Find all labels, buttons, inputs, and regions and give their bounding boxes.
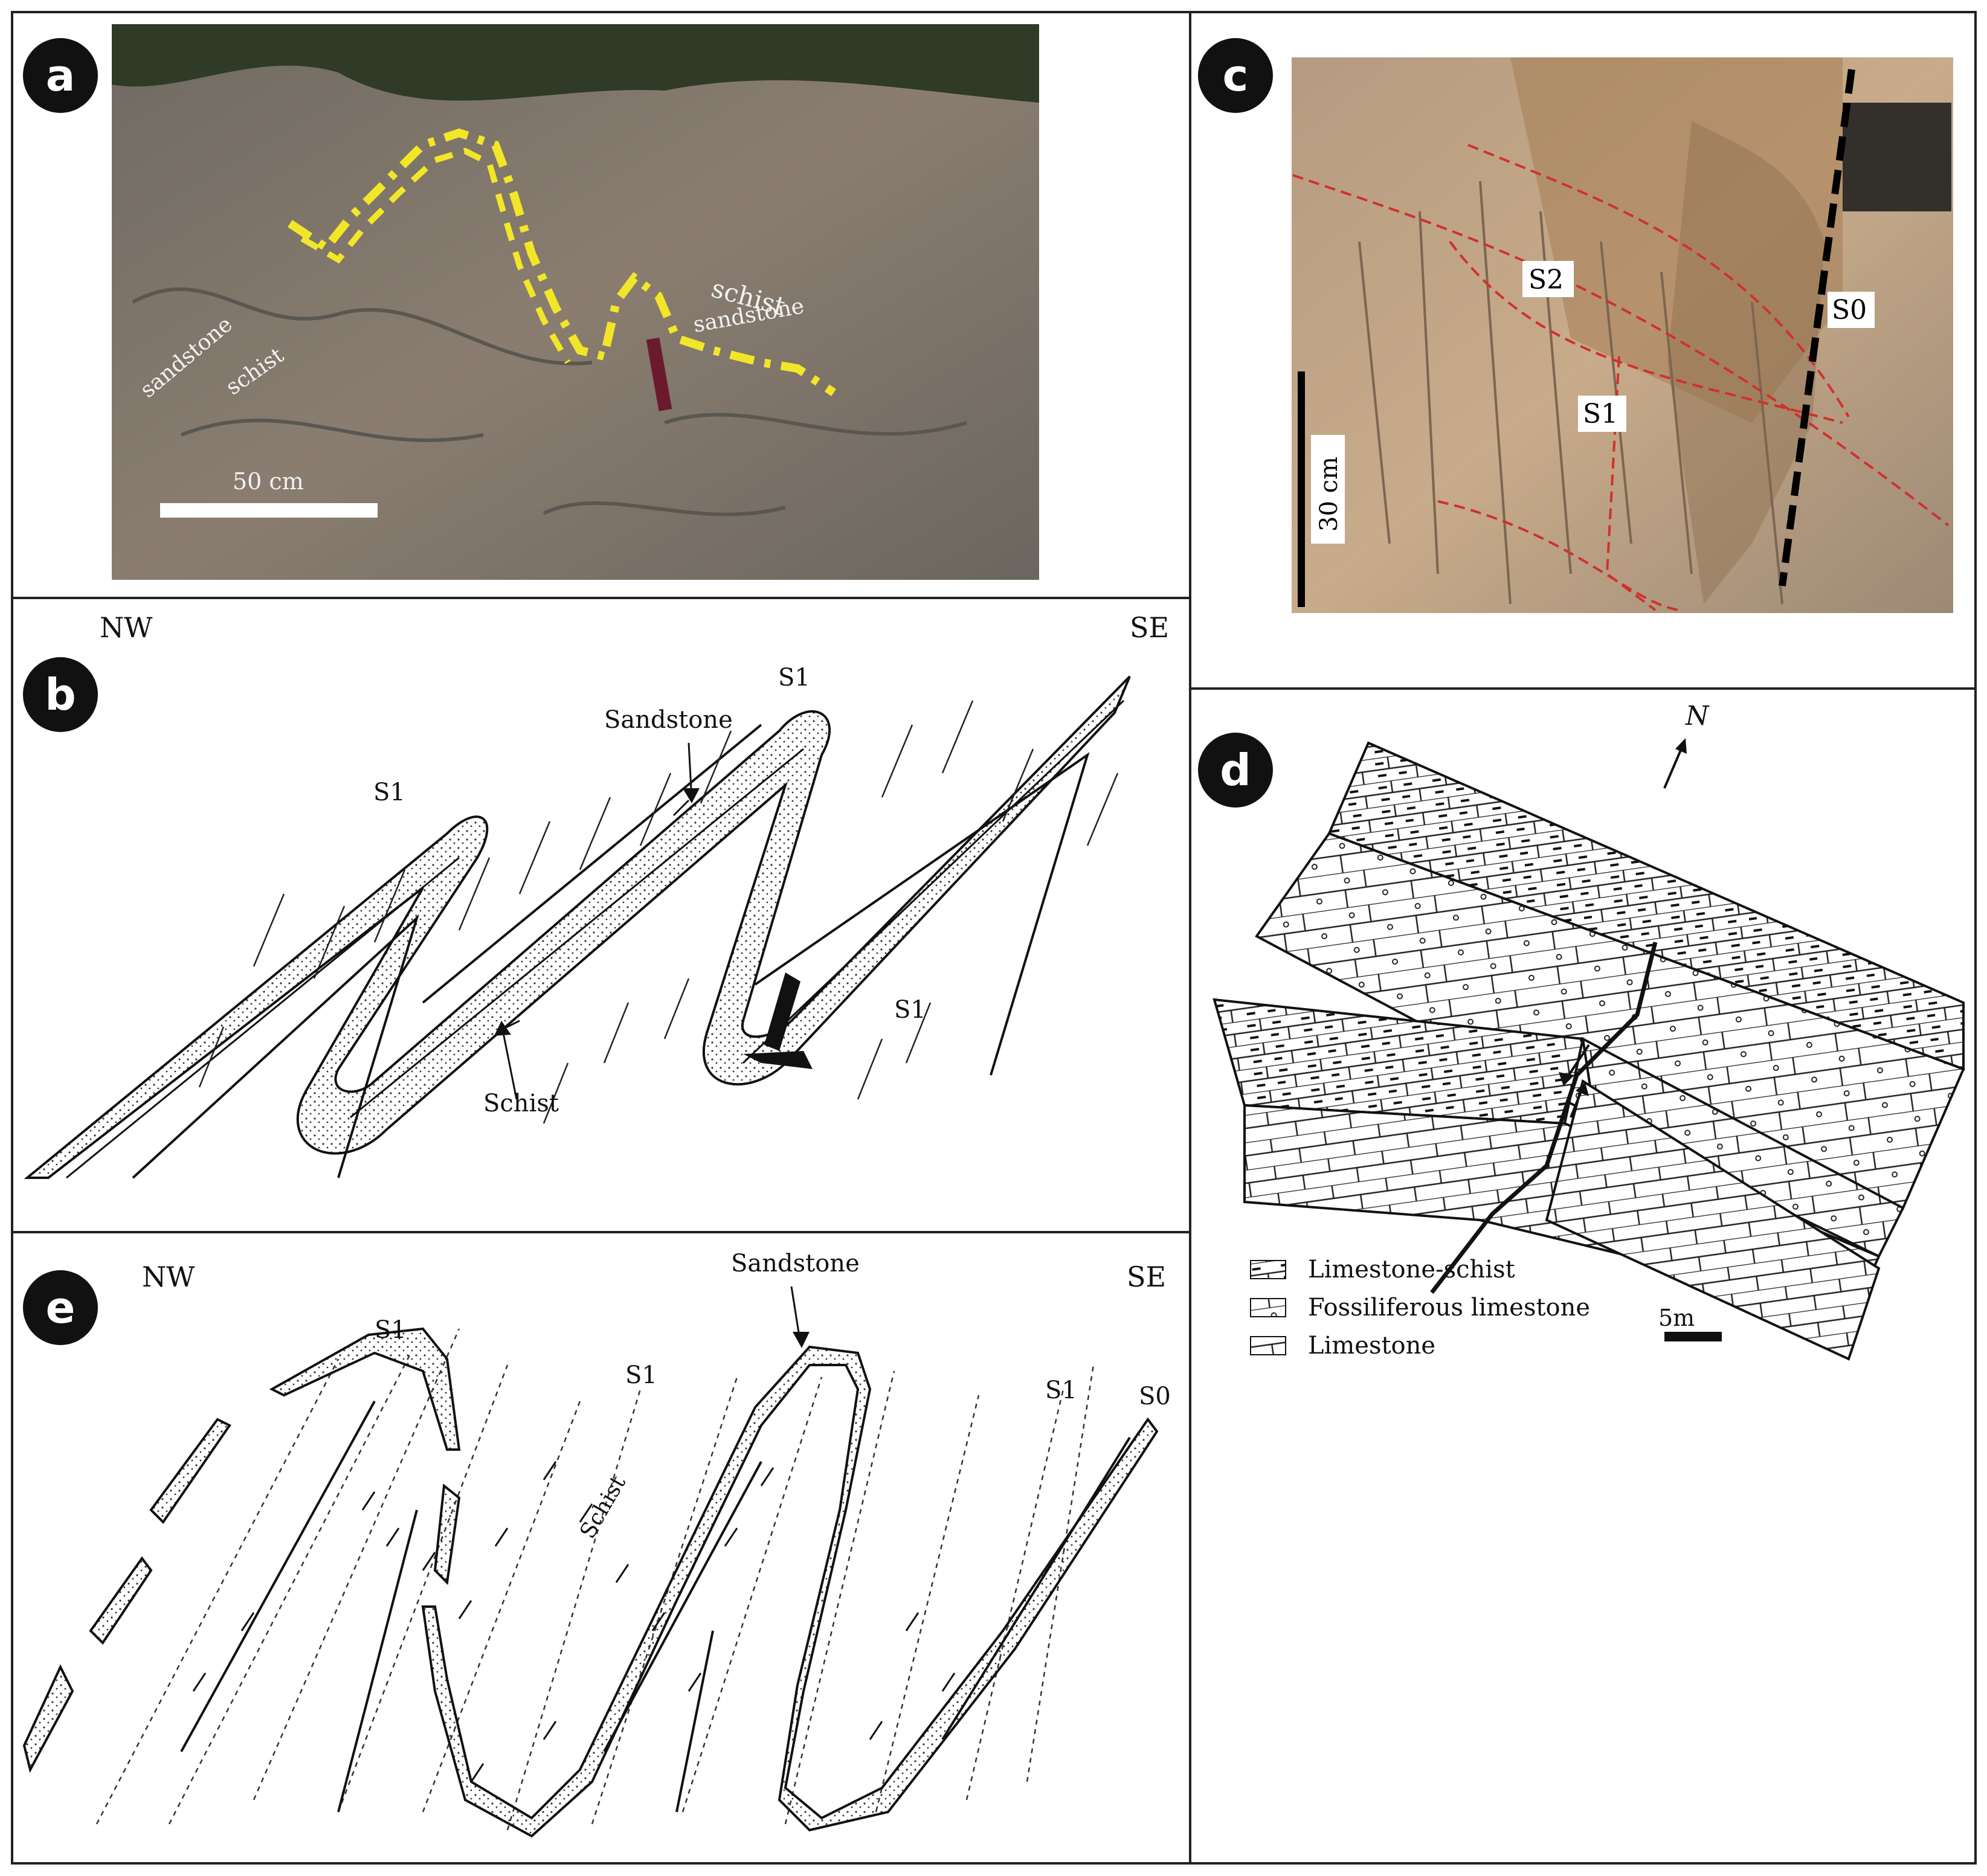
legend-fossiliferous-limestone: Fossiliferous limestone <box>1308 1294 1590 1322</box>
panel-badge-d <box>1198 733 1273 808</box>
label-s2-c: S2 <box>1528 265 1564 295</box>
label-s1-right-b: S1 <box>894 996 926 1024</box>
panel-d: d N Limestone-schist Fossiliferous limes… <box>1198 701 1965 1361</box>
unit-limestone-right <box>1545 1079 1881 1361</box>
schist-layer-b <box>132 724 1090 1179</box>
legend-limestone-schist: Limestone-schist <box>1308 1256 1515 1283</box>
scale-label-a: 50 cm <box>233 468 304 495</box>
pen <box>646 337 672 411</box>
arrow-schist-b <box>500 1023 518 1100</box>
label-s1-top-b: S1 <box>778 664 810 692</box>
label-s1-c-e: S1 <box>1045 1376 1077 1404</box>
label-s0-e: S0 <box>1139 1383 1171 1410</box>
scale-bar-a <box>160 503 378 518</box>
panel-label-b: b <box>45 669 76 720</box>
label-s1-c: S1 <box>1583 399 1618 429</box>
photo-a <box>112 24 1039 580</box>
cleavage-b <box>198 700 1119 1124</box>
panel-a: sandstone schist schist sandstone 50 cm … <box>23 24 1039 580</box>
fold-lines-e <box>180 1401 1131 1813</box>
legend-d: Limestone-schist Fossiliferous limestone… <box>1250 1256 1590 1360</box>
panel-label-d: d <box>1220 745 1251 795</box>
panel-label-c: c <box>1223 50 1249 101</box>
panel-badge-b <box>23 657 98 732</box>
label-schist-e: Schist <box>575 1471 631 1543</box>
fault <box>1430 942 1658 1294</box>
fold-trace <box>288 128 836 396</box>
panel-badge-a <box>23 38 98 113</box>
vegetation <box>112 24 1039 103</box>
label-schist-b: Schist <box>483 1090 559 1117</box>
label-s1-a-e: S1 <box>375 1316 407 1344</box>
panel-b: b NW SE S1 S1 S1 Sandstone Schist <box>23 611 1169 1179</box>
panel-frames <box>11 11 1977 1865</box>
panel-badge-e <box>23 1270 98 1345</box>
panel-badge-c <box>1198 38 1273 113</box>
label-se-b: SE <box>1130 611 1169 644</box>
legend-limestone: Limestone <box>1308 1332 1435 1360</box>
label-se-e: SE <box>1127 1261 1166 1293</box>
panel-e: e NW SE Sandstone Schist S1 S1 S1 S0 <box>22 1250 1171 1838</box>
label-s1-left-b: S1 <box>373 779 405 806</box>
boot <box>1843 103 1951 211</box>
scale-label-d: 5m <box>1658 1305 1695 1331</box>
label-north: N <box>1685 701 1710 731</box>
s0-trace <box>1779 69 1855 586</box>
label-s1-b-e: S1 <box>625 1361 657 1389</box>
scale-bar-d <box>1664 1332 1722 1341</box>
panel-label-e: e <box>46 1282 76 1333</box>
hammer-b <box>743 972 813 1069</box>
scale-label-c: 30 cm <box>1315 457 1343 532</box>
north-arrow <box>1663 745 1684 789</box>
legend-swatch-limestone-schist <box>1250 1260 1286 1279</box>
legend-swatch-fossiliferous <box>1250 1298 1286 1317</box>
label-sandstone-b: Sandstone <box>604 706 733 734</box>
panel-c: 30 cm S2 S1 S0 c <box>1198 38 1953 613</box>
legend-swatch-limestone <box>1250 1336 1286 1355</box>
label-nw-b: NW <box>100 611 153 644</box>
sandstone-band-b <box>24 675 1131 1179</box>
label-nw-e: NW <box>142 1261 195 1293</box>
panel-label-a: a <box>46 50 76 101</box>
scale-bar-c <box>1298 371 1305 607</box>
label-s0-c: S0 <box>1832 295 1867 326</box>
sandstone-band-e <box>22 1327 1159 1838</box>
label-sandstone-e: Sandstone <box>731 1250 860 1277</box>
